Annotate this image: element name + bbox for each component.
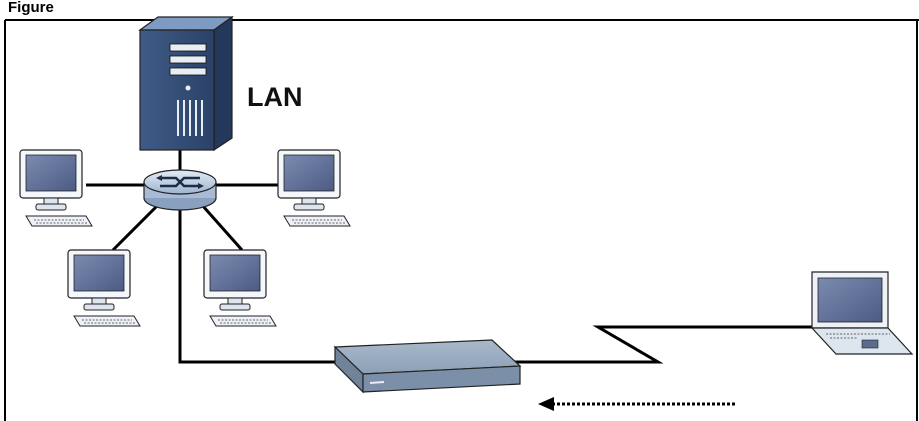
dotted-left-arrow	[538, 397, 736, 411]
router-appliance-icon	[333, 339, 522, 394]
network-hub-icon	[143, 169, 217, 211]
lan-label: LAN	[247, 82, 303, 112]
link-hub-gateway	[178, 205, 340, 364]
link-gateway-laptop	[510, 325, 812, 364]
desktop-computer-icon	[277, 149, 351, 227]
desktop-computer-icon	[19, 149, 93, 227]
desktop-computer-icon	[203, 249, 277, 327]
desktop-computer-icon	[67, 249, 141, 327]
figure-caption: Figure	[8, 0, 54, 16]
laptop-computer-icon	[810, 271, 914, 355]
link-hub-pc-bottom-mid	[200, 204, 244, 251]
server-tower-icon	[138, 15, 234, 152]
link-hub-pc-bottom-left	[111, 203, 160, 252]
network-links	[86, 140, 812, 364]
